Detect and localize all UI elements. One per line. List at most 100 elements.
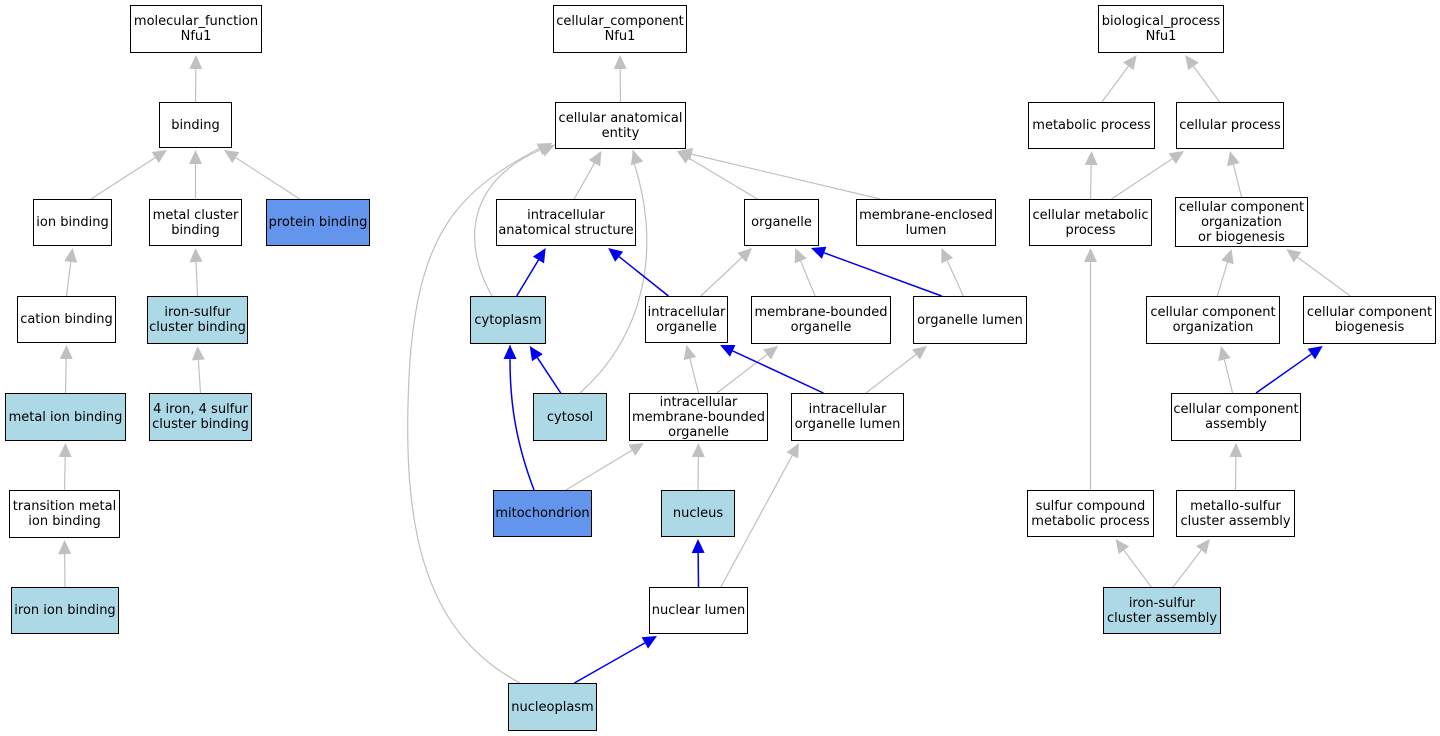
edge-metallo-sulfur-cluster-assembly-to-cc-assembly-arrowhead	[1229, 443, 1243, 458]
edge-cytosol-to-cellular-anatomical-entity	[579, 159, 648, 394]
node-protein-binding: protein binding	[266, 199, 370, 246]
edge-nucleus-to-intracellular-membrane-bounded-organelle-arrowhead	[691, 443, 705, 458]
edge-intracellular-organelle-to-intracellular-anatomical-structure-arrowhead	[608, 248, 624, 262]
edge-metal-cluster-binding-to-binding-arrowhead	[189, 150, 202, 164]
edge-intracellular-membrane-bounded-organelle-to-membrane-bounded-organelle	[716, 354, 768, 394]
node-membrane-bounded-organelle: membrane-bounded organelle	[751, 296, 891, 344]
edge-cc-organization-to-cc-organization-or-biogenesis-arrowhead	[1221, 249, 1234, 265]
node-nuclear-lumen: nuclear lumen	[649, 587, 748, 634]
node-metabolic-process: metabolic process	[1028, 102, 1155, 149]
edge-cellular-metabolic-process-to-metabolic-process-arrowhead	[1084, 151, 1098, 166]
edge-nucleoplasm-to-cellular-anatomical-entity-arrowhead	[536, 143, 552, 156]
edge-intracellular-organelle-lumen-to-intracellular-organelle	[732, 350, 824, 394]
node-cellular-component-root: cellular_component Nfu1	[553, 5, 687, 53]
node-iron-ion-binding: iron ion binding	[11, 587, 119, 634]
node-cellular-component-organization-or-biogenesis: cellular component organization or bioge…	[1175, 197, 1308, 247]
edge-cellular-metabolic-process-to-metabolic-process	[1089, 164, 1092, 200]
node-intracellular-anatomical-structure: intracellular anatomical structure	[496, 199, 636, 246]
edge-cc-biogenesis-to-cc-organization-or-biogenesis-arrowhead	[1286, 249, 1302, 263]
node-intracellular-organelle: intracellular organelle	[645, 296, 728, 343]
edge-organelle-lumen-to-organelle-arrowhead	[811, 246, 827, 259]
node-cytosol: cytosol	[533, 393, 607, 441]
edge-cc-organization-to-cc-organization-or-biogenesis	[1216, 262, 1229, 297]
node-molecular-function-root: molecular_function Nfu1	[130, 5, 262, 53]
edge-fe4s4-binding-to-iron-sulfur-cluster-binding	[197, 359, 202, 394]
edge-cellular-process-to-bp-root	[1192, 65, 1221, 103]
edge-intracellular-organelle-lumen-to-intracellular-organelle-arrowhead	[720, 345, 736, 357]
node-nucleoplasm: nucleoplasm	[508, 683, 597, 731]
edge-intracellular-organelle-to-organelle-arrowhead	[737, 248, 752, 263]
edge-nuclear-lumen-to-intracellular-organelle-lumen-arrowhead	[786, 443, 799, 459]
edge-nucleoplasm-to-nuclear-lumen	[574, 642, 646, 684]
edge-membrane-enclosed-lumen-to-cellular-anatomical-entity	[691, 153, 881, 200]
edge-iron-ion-binding-to-transition-metal-ion-binding-arrowhead	[58, 540, 72, 555]
node-sulfur-compound-metabolic-process: sulfur compound metabolic process	[1027, 490, 1154, 537]
node-cytoplasm: cytoplasm	[470, 296, 546, 344]
node-metal-cluster-binding: metal cluster binding	[149, 199, 242, 246]
node-membrane-enclosed-lumen: membrane-enclosed lumen	[856, 199, 996, 246]
edge-cytoplasm-to-cellular-anatomical-entity	[474, 149, 541, 297]
node-intracellular-organelle-lumen: intracellular organelle lumen	[791, 393, 904, 441]
edge-mitochondrion-to-cytoplasm	[509, 359, 535, 491]
edge-nucleoplasm-to-cellular-anatomical-entity-tail	[539, 142, 553, 149]
edge-cytosol-to-cytoplasm-arrowhead	[529, 346, 543, 362]
node-cellular-anatomical-entity: cellular anatomical entity	[555, 102, 686, 149]
edge-organelle-to-cellular-anatomical-entity	[688, 157, 758, 200]
edge-nucleoplasm-to-nuclear-lumen-arrowhead	[641, 636, 657, 649]
node-nucleus: nucleus	[661, 490, 735, 537]
edge-mitochondrion-to-intracellular-membrane-bounded-organelle-arrowhead	[628, 443, 644, 456]
edge-fe4s4-binding-to-iron-sulfur-cluster-binding-arrowhead	[191, 346, 205, 361]
edge-cellular-metabolic-process-to-cellular-process-arrowhead	[1168, 151, 1184, 165]
edge-nuclear-lumen-to-nucleus-arrowhead	[691, 539, 705, 554]
node-binding: binding	[159, 102, 232, 148]
node-iron-sulfur-cluster-binding: iron-sulfur cluster binding	[147, 296, 248, 344]
node-biological-process-root: biological_process Nfu1	[1098, 5, 1224, 53]
edge-cc-organization-or-biogenesis-to-cellular-process	[1232, 164, 1243, 198]
node-4fe-4s-cluster-binding: 4 iron, 4 sulfur cluster binding	[149, 393, 252, 441]
edge-cytoplasm-to-intracellular-anatomical-structure	[516, 259, 540, 297]
edge-cytoplasm-to-intracellular-anatomical-structure-arrowhead	[532, 248, 546, 264]
edge-cc-organization-or-biogenesis-to-cellular-process-arrowhead	[1227, 151, 1240, 167]
edge-nucleoplasm-to-cellular-anatomical-entity	[407, 147, 541, 684]
edge-organelle-lumen-to-membrane-enclosed-lumen-arrowhead	[941, 248, 954, 264]
edge-intracellular-membrane-bounded-organelle-to-intracellular-organelle	[689, 358, 700, 394]
edge-organelle-lumen-to-organelle	[823, 252, 942, 297]
node-intracellular-membrane-bounded-organelle: intracellular membrane-bounded organelle	[629, 393, 768, 441]
edge-intracellular-anatomical-structure-to-cellular-anatomical-entity	[573, 162, 596, 200]
edge-intracellular-organelle-to-organelle	[700, 257, 743, 297]
edge-transition-metal-ion-binding-to-metal-ion-binding	[63, 456, 66, 491]
edge-organelle-lumen-to-membrane-enclosed-lumen	[946, 260, 964, 297]
node-organelle-lumen: organelle lumen	[913, 296, 1027, 344]
node-ion-binding: ion binding	[33, 199, 112, 246]
node-organelle: organelle	[744, 199, 819, 246]
edge-membrane-enclosed-lumen-to-cellular-anatomical-entity-arrowhead	[678, 147, 694, 161]
edge-iron-sulfur-cluster-assembly-to-sulfur-compound-metabolic-process	[1123, 549, 1152, 588]
edge-cation-binding-to-ion-binding-arrowhead	[64, 248, 78, 263]
edge-membrane-bounded-organelle-to-organelle-arrowhead	[794, 248, 807, 264]
edge-binding-to-mf-root-arrowhead	[189, 55, 203, 70]
edge-nuclear-lumen-to-intracellular-organelle-lumen	[720, 455, 793, 588]
edge-ion-binding-to-binding	[90, 157, 156, 200]
edge-cellular-metabolic-process-to-cellular-process	[1111, 158, 1173, 200]
edge-cc-biogenesis-to-cc-organization-or-biogenesis	[1297, 256, 1351, 297]
node-cellular-component-biogenesis: cellular component biogenesis	[1303, 296, 1436, 344]
edge-protein-binding-to-binding	[235, 157, 300, 200]
edge-transition-metal-ion-binding-to-metal-ion-binding-arrowhead	[58, 443, 72, 458]
edge-intracellular-membrane-bounded-organelle-to-membrane-bounded-organelle-arrowhead	[763, 346, 779, 360]
edge-cation-binding-to-ion-binding	[65, 261, 72, 297]
edge-metal-ion-binding-to-cation-binding	[64, 358, 67, 394]
edge-protein-binding-to-binding-arrowhead	[224, 150, 240, 164]
edge-cc-assembly-to-cc-organization-arrowhead	[1218, 346, 1231, 362]
edge-ion-binding-to-binding-arrowhead	[151, 150, 167, 164]
node-transition-metal-ion-binding: transition metal ion binding	[9, 490, 120, 538]
edge-metal-ion-binding-to-cation-binding-arrowhead	[59, 345, 73, 360]
edge-cellular-process-to-bp-root-arrowhead	[1185, 55, 1199, 71]
edge-mitochondrion-to-intracellular-membrane-bounded-organelle	[565, 449, 633, 491]
edge-metabolic-process-to-bp-root-arrowhead	[1123, 55, 1137, 71]
edge-sulfur-compound-metabolic-process-to-cellular-metabolic-process-arrowhead	[1084, 248, 1097, 262]
edge-cc-assembly-to-cc-biogenesis	[1255, 353, 1312, 394]
edge-iron-sulfur-cluster-binding-to-metal-cluster-binding	[195, 261, 199, 297]
node-cellular-metabolic-process: cellular metabolic process	[1029, 199, 1152, 246]
node-mitochondrion: mitochondrion	[493, 490, 592, 537]
